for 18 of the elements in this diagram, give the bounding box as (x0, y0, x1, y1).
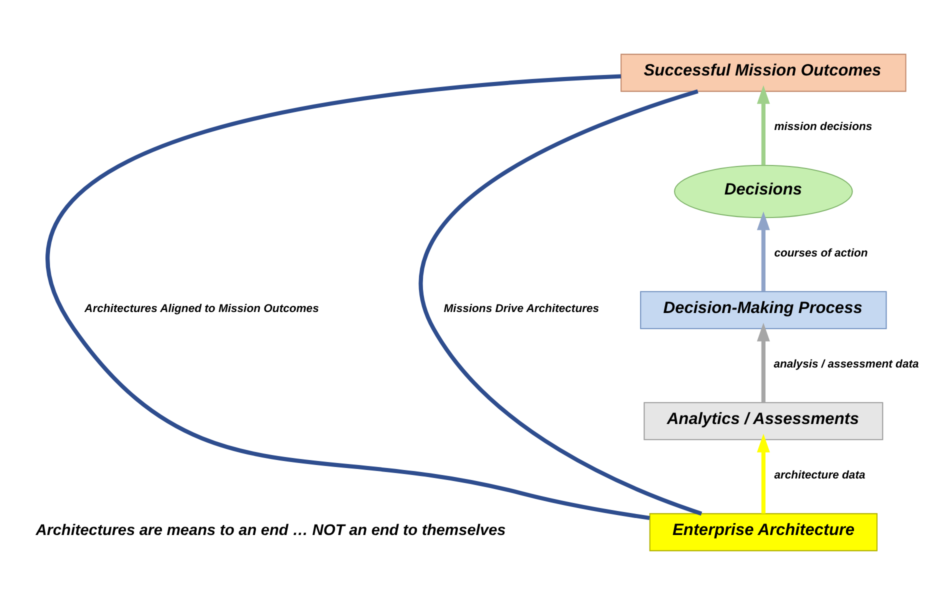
node-ellipse: Decisions (674, 164, 852, 218)
connector (419, 89, 702, 516)
arrow (756, 212, 770, 292)
edge-label: analysis / assessment data (773, 358, 918, 371)
arrow (756, 322, 770, 403)
arrow (756, 85, 770, 166)
arrow (756, 434, 770, 514)
connector (46, 74, 650, 520)
node-box: Successful Mission Outcomes (620, 54, 906, 92)
node-box: Analytics / Assessments (643, 402, 883, 440)
edge-label: mission decisions (774, 121, 872, 134)
label: Architectures are means to an end … NOT an end to themselves (35, 522, 506, 539)
edge-label: Missions Drive Architectures (443, 303, 599, 316)
node-box: Decision-Making Process (640, 291, 886, 330)
edge-label: courses of action (774, 248, 868, 260)
node-box: Enterprise Architecture (648, 513, 878, 552)
edge-label: Architectures Aligned to Mission Outcomes (84, 303, 318, 316)
edge-label: architecture data (774, 470, 865, 482)
